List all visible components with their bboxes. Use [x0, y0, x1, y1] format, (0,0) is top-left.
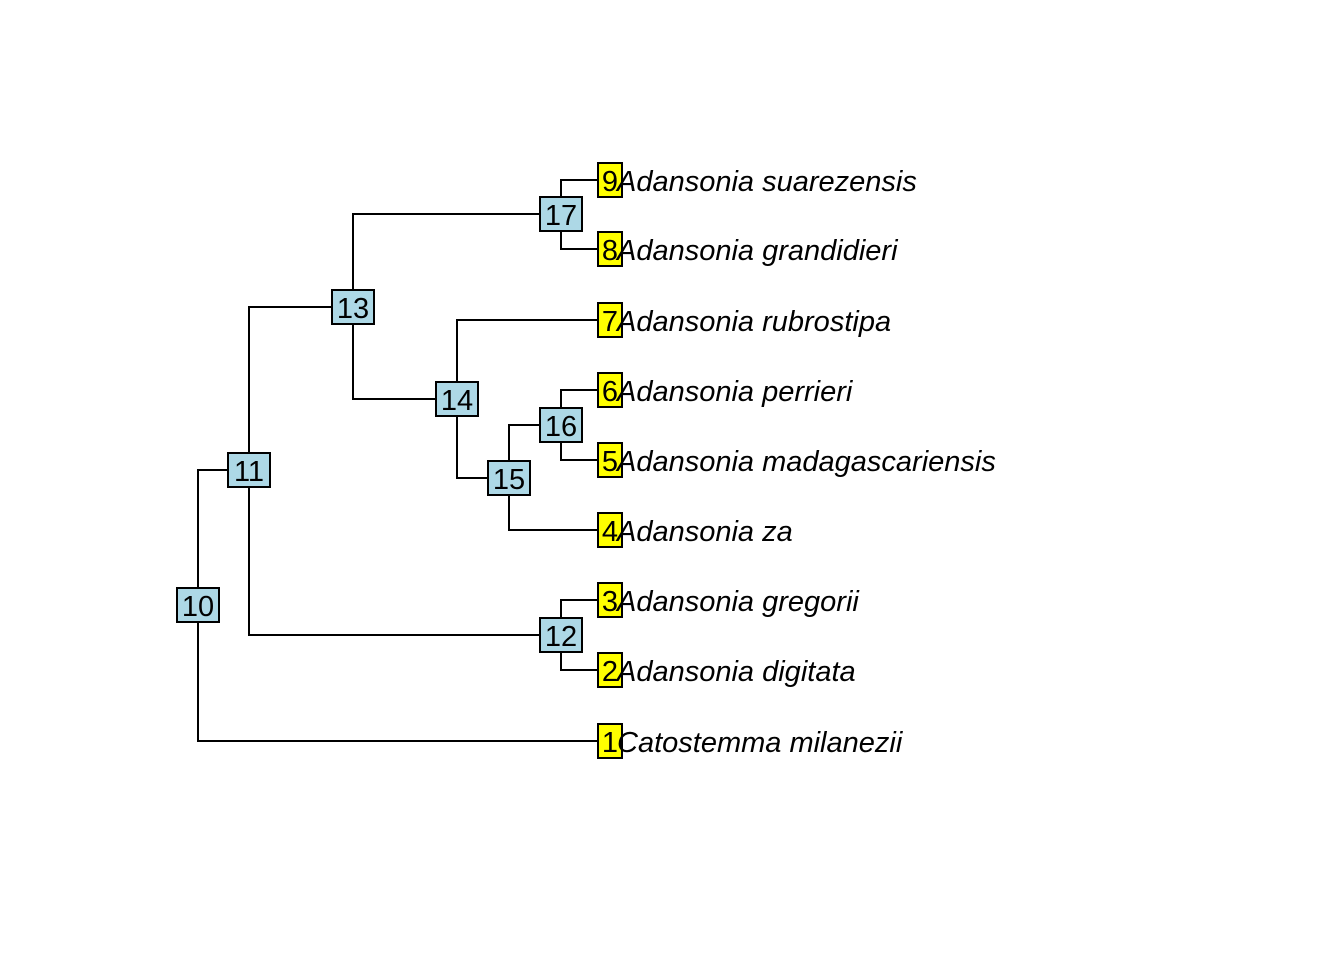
tip-node-number: 8 — [602, 235, 618, 267]
tip-node-box — [597, 723, 623, 759]
tip-node-box — [597, 512, 623, 548]
internal-node-box — [539, 196, 583, 232]
tip-node: 5 — [597, 442, 623, 478]
internal-node-box — [227, 452, 271, 488]
tip-label: Adansonia suarezensis — [615, 166, 917, 198]
tip-node-box — [597, 231, 623, 267]
internal-node-label: 15 — [493, 464, 525, 496]
tip-node-box — [597, 372, 623, 408]
internal-node-label: 11 — [234, 456, 264, 488]
tip-node: 4 — [597, 512, 623, 548]
internal-node: 10 — [176, 587, 220, 623]
tip-node: 8 — [597, 231, 623, 267]
internal-node-box — [539, 617, 583, 653]
internal-node-label: 17 — [545, 200, 577, 232]
tip-label: Adansonia za — [615, 516, 793, 548]
internal-node-label: 10 — [182, 591, 214, 623]
tip-node-number: 7 — [602, 306, 618, 338]
tip-node-number: 1 — [602, 727, 618, 759]
tip-node-number: 9 — [602, 166, 618, 198]
internal-node-label: 16 — [545, 411, 577, 443]
internal-node: 11 — [227, 452, 271, 488]
edge-13-17 — [352, 213, 561, 307]
edge-11-13 — [248, 306, 353, 470]
internal-node-label: 12 — [545, 621, 577, 653]
tip-node: 7 — [597, 302, 623, 338]
tip-node: 2 — [597, 652, 623, 688]
tip-node-number: 3 — [602, 586, 618, 618]
internal-node: 14 — [435, 381, 479, 417]
tip-label: Adansonia gregorii — [615, 586, 860, 618]
internal-node: 12 — [539, 617, 583, 653]
tip-node: 1 — [597, 723, 623, 759]
tip-label: Catostemma milanezii — [617, 727, 904, 759]
tip-label: Adansonia rubrostipa — [615, 306, 891, 338]
internal-node: 17 — [539, 196, 583, 232]
tip-label: Adansonia digitata — [615, 656, 856, 688]
tip-node-number: 5 — [602, 446, 618, 478]
internal-node: 13 — [331, 289, 375, 325]
tip-node-number: 4 — [602, 516, 618, 548]
tip-node-box — [597, 442, 623, 478]
internal-node: 15 — [487, 460, 531, 496]
tip-node-number: 6 — [602, 376, 618, 408]
internal-node-box — [176, 587, 220, 623]
edge-13-14 — [352, 307, 457, 400]
edge-14-7 — [456, 319, 610, 399]
tip-node-box — [597, 582, 623, 618]
tip-node-box — [597, 302, 623, 338]
internal-node: 16 — [539, 407, 583, 443]
edge-10-11 — [197, 469, 249, 605]
tip-node-box — [597, 162, 623, 198]
edge-11-12 — [248, 470, 561, 636]
tip-label: Adansonia madagascariensis — [615, 446, 996, 478]
internal-node-box — [539, 407, 583, 443]
internal-node-label: 13 — [337, 293, 369, 325]
tip-node-box — [597, 652, 623, 688]
internal-node-box — [435, 381, 479, 417]
tip-node: 3 — [597, 582, 623, 618]
tip-node-number: 2 — [602, 656, 618, 688]
internal-node-box — [487, 460, 531, 496]
edge-10-1 — [197, 605, 610, 742]
tip-label: Adansonia grandidieri — [615, 235, 899, 267]
internal-node-label: 14 — [441, 385, 473, 417]
tip-node: 9 — [597, 162, 623, 198]
tip-node: 6 — [597, 372, 623, 408]
tree-nodes: 10 11 12 13 14 15 16 17 9 8 7 6 5 4 3 2 1 — [176, 162, 623, 759]
tip-label: Adansonia perrieri — [615, 376, 854, 408]
internal-node-box — [331, 289, 375, 325]
